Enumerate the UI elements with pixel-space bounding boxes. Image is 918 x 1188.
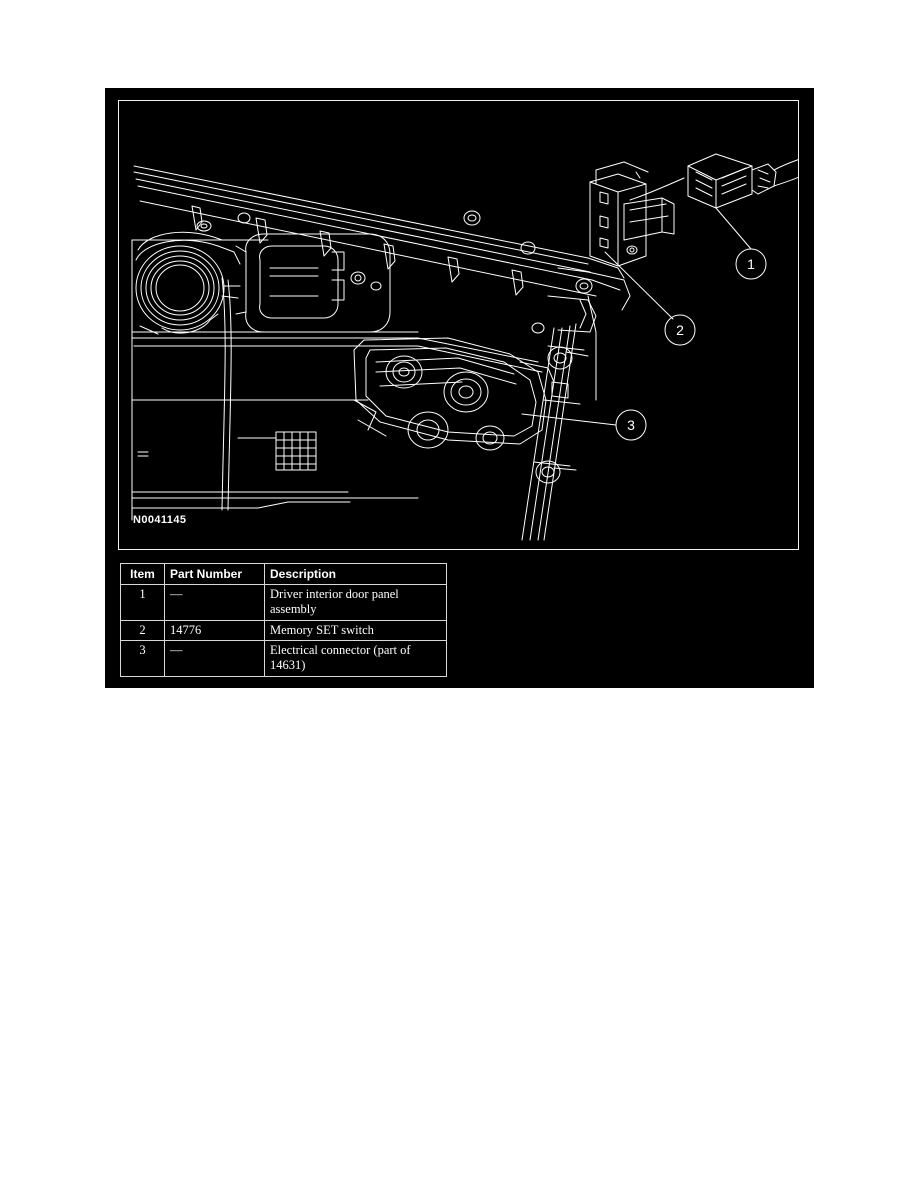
panel-marker-dash	[137, 451, 149, 457]
door-edge-rail	[521, 323, 589, 541]
column-header-item: Item	[120, 563, 165, 585]
parts-table: Item Part Number Description 1 — Driver …	[120, 563, 447, 677]
cell-part-number: —	[164, 584, 265, 621]
electrical-connector	[629, 153, 799, 209]
callout-leader-3	[521, 413, 617, 426]
cell-item: 1	[120, 584, 165, 621]
latch-mechanism	[353, 337, 555, 451]
door-panel-illustration: 1 2 3	[131, 153, 799, 541]
cell-part-number: 14776	[164, 619, 265, 642]
callout-label-2: 2	[676, 322, 684, 338]
cell-item: 2	[120, 619, 165, 642]
table-row: 3 — Electrical connector (part of 14631)	[120, 640, 447, 677]
figure-panel: 1 2 3 N0041145 Item Part Number Descript…	[105, 88, 814, 688]
callout-bubble-1	[735, 248, 767, 280]
column-header-description: Description	[264, 563, 447, 585]
figure-border	[118, 100, 799, 550]
door-pull-pocket	[235, 233, 391, 333]
table-row: 2 14776 Memory SET switch	[120, 619, 447, 642]
cell-description: Driver interior door panel assembly	[264, 584, 447, 621]
table-header-row: Item Part Number Description	[120, 563, 447, 585]
callout-leader-1	[715, 207, 752, 250]
callout-bubble-3	[615, 409, 647, 441]
speaker-assembly	[135, 231, 241, 335]
column-header-part-number: Part Number	[164, 563, 265, 585]
cell-part-number: —	[164, 640, 265, 677]
callout-bubble-2	[664, 314, 696, 346]
cell-description: Memory SET switch	[264, 619, 447, 642]
wire-harness-cable	[221, 277, 232, 511]
panel-fasteners	[196, 210, 593, 334]
window-frame-corner	[547, 267, 631, 333]
memory-set-switch	[589, 161, 675, 267]
callout-label-1: 1	[747, 256, 755, 272]
figure-id-label: N0041145	[133, 514, 187, 526]
callout-group: 1 2 3	[521, 207, 767, 441]
upper-trim-rails	[133, 165, 625, 297]
callout-label-3: 3	[627, 417, 635, 433]
table-row: 1 — Driver interior door panel assembly	[120, 584, 447, 621]
door-panel-body	[131, 239, 597, 521]
trim-clip-tabs	[191, 205, 524, 296]
mesh-grille-patch	[237, 431, 317, 471]
cell-description: Electrical connector (part of 14631)	[264, 640, 447, 677]
callout-leader-2	[604, 251, 674, 320]
cell-item: 3	[120, 640, 165, 677]
